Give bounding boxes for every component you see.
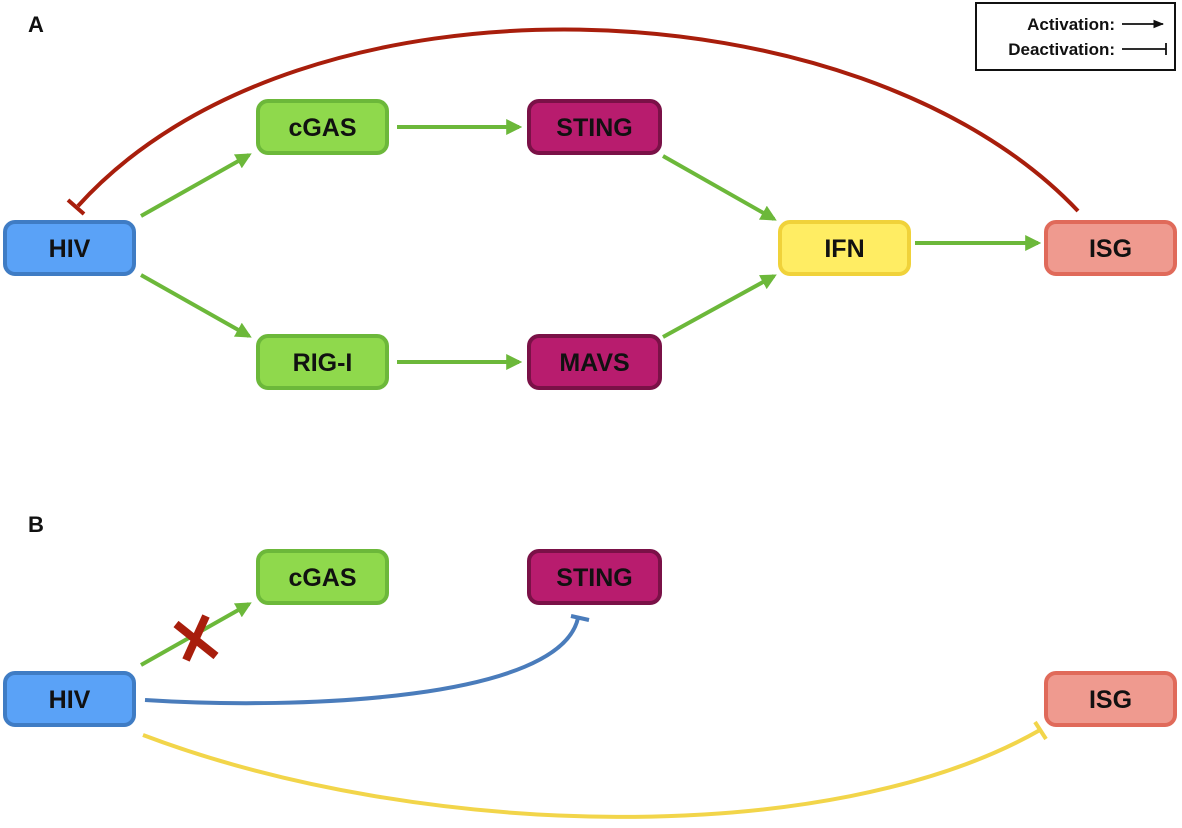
node-a-isg-label: ISG	[1089, 235, 1132, 263]
edge-b-hiv-inhibits-isg-bar	[1033, 720, 1048, 741]
edge-hiv-to-cgas	[140, 153, 252, 218]
legend-box	[975, 2, 1176, 71]
node-a-ifn-label: IFN	[824, 235, 864, 263]
node-a-ifn: IFN	[778, 220, 911, 276]
panel-a-edges	[66, 27, 1080, 370]
node-a-cgas-label: cGAS	[288, 114, 356, 142]
edge-hiv-to-rigi	[140, 273, 252, 338]
block-x-icon	[173, 614, 219, 662]
node-b-hiv-label: HIV	[49, 686, 91, 714]
node-a-cgas: cGAS	[256, 99, 389, 155]
panel-label-b: B	[28, 512, 44, 537]
node-b-isg: ISG	[1044, 671, 1177, 727]
node-a-rigi-label: RIG-I	[293, 349, 353, 377]
panel-b-edges	[140, 602, 1048, 819]
node-b-cgas: cGAS	[256, 549, 389, 605]
edge-b-hiv-inhibits-sting-bar	[570, 614, 590, 622]
node-a-isg: ISG	[1044, 220, 1177, 276]
edge-b-hiv-inhibits-isg	[142, 728, 1041, 819]
legend-deactivation-label: Deactivation:	[1008, 40, 1115, 59]
edge-isg-inhibits-hiv-bar	[66, 198, 86, 216]
edge-mavs-to-ifn	[662, 274, 777, 339]
legend-activation-label: Activation:	[1027, 15, 1115, 34]
node-a-rigi: RIG-I	[256, 334, 389, 390]
node-a-hiv: HIV	[3, 220, 136, 276]
legend: Activation: Deactivation:	[975, 2, 1176, 71]
node-b-cgas-label: cGAS	[288, 564, 356, 592]
node-a-sting: STING	[527, 99, 662, 155]
edge-isg-inhibits-hiv	[76, 27, 1080, 213]
panel-a-nodes: HIV cGAS STING RIG-I MAVS IFN ISG	[3, 99, 1177, 390]
node-b-hiv: HIV	[3, 671, 136, 727]
node-a-mavs-label: MAVS	[559, 349, 629, 377]
panel-b-nodes: HIV cGAS STING ISG	[3, 549, 1177, 727]
node-a-sting-label: STING	[556, 114, 632, 142]
edge-b-hiv-inhibits-sting	[144, 617, 580, 706]
edge-sting-to-ifn	[662, 154, 777, 221]
node-b-sting-label: STING	[556, 564, 632, 592]
node-a-mavs: MAVS	[527, 334, 662, 390]
node-a-hiv-label: HIV	[49, 235, 91, 263]
panel-label-a: A	[28, 12, 44, 37]
node-b-sting: STING	[527, 549, 662, 605]
node-b-isg-label: ISG	[1089, 686, 1132, 714]
